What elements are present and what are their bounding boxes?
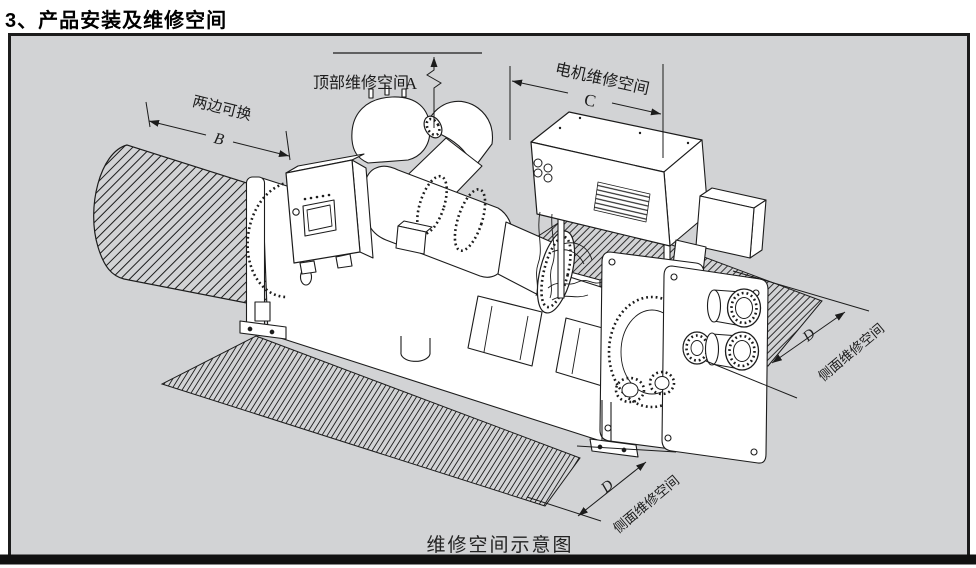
motor-end-dome (351, 96, 431, 164)
dim-b-letter: B (212, 130, 226, 149)
discharge-ring (536, 230, 576, 314)
left-bolt-ring (246, 180, 294, 299)
left-leg-block (254, 301, 271, 322)
cabinet-vents (593, 181, 651, 223)
left-foot (239, 320, 287, 340)
frame-bottom-band (0, 554, 976, 565)
dimension-a: 顶部维修空间 A (313, 52, 482, 128)
page-title: 3、产品安装及维修空间 (5, 10, 228, 32)
chiller-machine (239, 85, 769, 464)
compressor-stand-front (467, 295, 543, 367)
junction-box (395, 225, 427, 255)
front-side-service-area (160, 335, 581, 507)
panel-knob[interactable] (292, 208, 300, 216)
dim-c-letter: C (583, 90, 598, 111)
dim-a-label: 顶部维修空间 (313, 74, 409, 92)
cable-glands (533, 158, 553, 183)
cabinet-side-box (695, 195, 755, 259)
dim-a-letter: A (405, 74, 418, 93)
drain-pipe (400, 336, 431, 362)
cabinet-leg (557, 217, 565, 299)
break-symbol (426, 64, 442, 94)
panel-buttons[interactable] (303, 193, 331, 201)
figure-caption: 维修空间示意图 (426, 534, 573, 556)
